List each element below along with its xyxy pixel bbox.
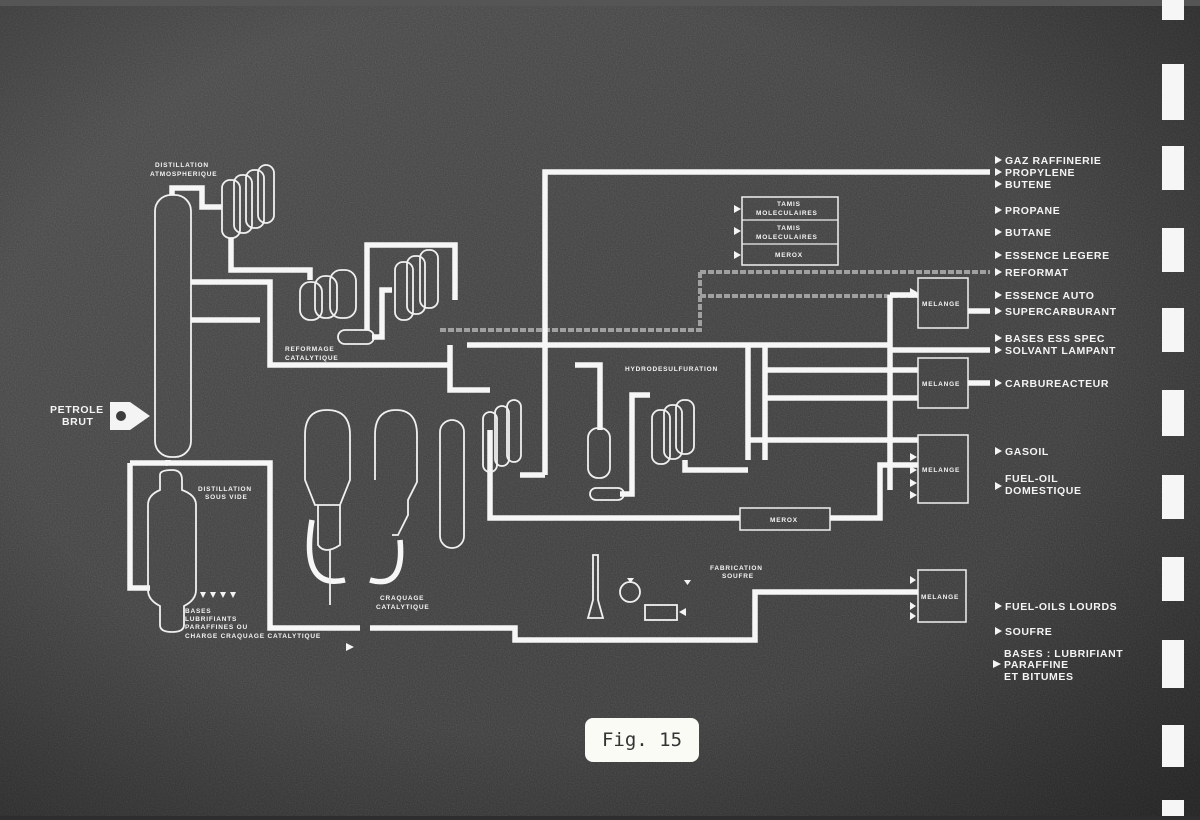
label-bases: BASES	[185, 608, 211, 615]
product-soufre: SOUFRE	[1005, 626, 1052, 638]
label-soufre-unit: SOUFRE	[722, 573, 754, 580]
product-butane: BUTANE	[1005, 227, 1052, 239]
atmospheric-distillation-column	[154, 164, 450, 458]
product-bases-lubrifiant: BASES : LUBRIFIANT	[1004, 648, 1123, 660]
product-reformat: REFORMAT	[1005, 267, 1069, 279]
product-paraffine: PARAFFINE	[1004, 659, 1069, 671]
product-bases-ess-spec: BASES ESS SPEC	[1005, 333, 1105, 345]
hydrodesulfuration-equipment	[587, 392, 748, 501]
product-bitumes: ET BITUMES	[1004, 671, 1074, 683]
label-charge-craquage: CHARGE CRAQUAGE CATALYTIQUE	[185, 633, 321, 640]
product-gaz-raffinerie: GAZ RAFFINERIE	[1005, 155, 1101, 167]
product-gasoil: GASOIL	[1005, 446, 1049, 458]
label-lubrifiants: LUBRIFIANTS	[185, 616, 237, 623]
product-butene: BUTENE	[1005, 179, 1052, 191]
product-fuel-oils-lourds: FUEL-OILS LOURDS	[1005, 601, 1117, 613]
label-melange-2: MELANGE	[922, 381, 960, 388]
label-tamis-2b: MOLECULAIRES	[756, 234, 818, 241]
label-hydrodesulfuration: HYDRODESULFURATION	[625, 366, 718, 373]
label-vacuum-distillation-2: SOUS VIDE	[205, 494, 248, 501]
label-brut: BRUT	[62, 416, 94, 428]
label-fabrication: FABRICATION	[710, 565, 763, 572]
molecular-sieves-merox-stack	[734, 196, 839, 266]
crude-input-arrow-icon	[110, 402, 150, 430]
light-gas-line	[542, 169, 990, 475]
label-melange-1: MELANGE	[922, 301, 960, 308]
label-merox-bottom: MEROX	[770, 517, 798, 524]
catalytic-reforming-unit	[299, 242, 702, 345]
label-melange-4: MELANGE	[921, 594, 959, 601]
sulfur-production-equipment	[586, 554, 691, 621]
label-merox-top: MEROX	[775, 252, 803, 259]
product-supercarburant: SUPERCARBURANT	[1005, 306, 1117, 318]
label-reformage-2: CATALYTIQUE	[285, 355, 338, 362]
label-tamis-2: TAMIS	[777, 225, 801, 232]
product-essence-legere: ESSENCE LEGERE	[1005, 250, 1110, 262]
product-essence-auto: ESSENCE AUTO	[1005, 290, 1094, 302]
film-strip	[1162, 0, 1184, 816]
label-atm-distillation: DISTILLATION	[155, 162, 209, 169]
merox-unit	[739, 507, 831, 531]
label-reformage: REFORMAGE	[285, 346, 334, 353]
label-atm-distillation-2: ATMOSPHERIQUE	[150, 171, 217, 178]
product-solvant-lampant: SOLVANT LAMPANT	[1005, 345, 1116, 357]
product-propane: PROPANE	[1005, 205, 1060, 217]
product-fuel-oil: FUEL-OIL	[1005, 473, 1058, 485]
label-tamis-1b: MOLECULAIRES	[756, 210, 818, 217]
product-outputs: GAZ RAFFINERIE PROPYLENE BUTENE PROPANE …	[993, 155, 1123, 683]
catalytic-cracking-unit	[304, 399, 522, 605]
label-vacuum-distillation: DISTILLATION	[198, 486, 252, 493]
product-domestique: DOMESTIQUE	[1005, 485, 1082, 497]
label-craquage-2: CATALYTIQUE	[376, 604, 429, 611]
product-carbureacteur: CARBUREACTEUR	[1005, 378, 1109, 390]
product-propylene: PROPYLENE	[1005, 167, 1075, 179]
vacuum-distillation-column	[127, 460, 918, 651]
label-melange-3: MELANGE	[922, 467, 960, 474]
label-petrole: PETROLE	[50, 404, 104, 416]
label-craquage: CRAQUAGE	[380, 595, 424, 602]
figure-label: Fig. 15	[585, 718, 699, 762]
blending-units	[910, 277, 969, 623]
label-paraffines: PARAFFINES OU	[185, 624, 248, 631]
label-tamis-1: TAMIS	[777, 201, 801, 208]
